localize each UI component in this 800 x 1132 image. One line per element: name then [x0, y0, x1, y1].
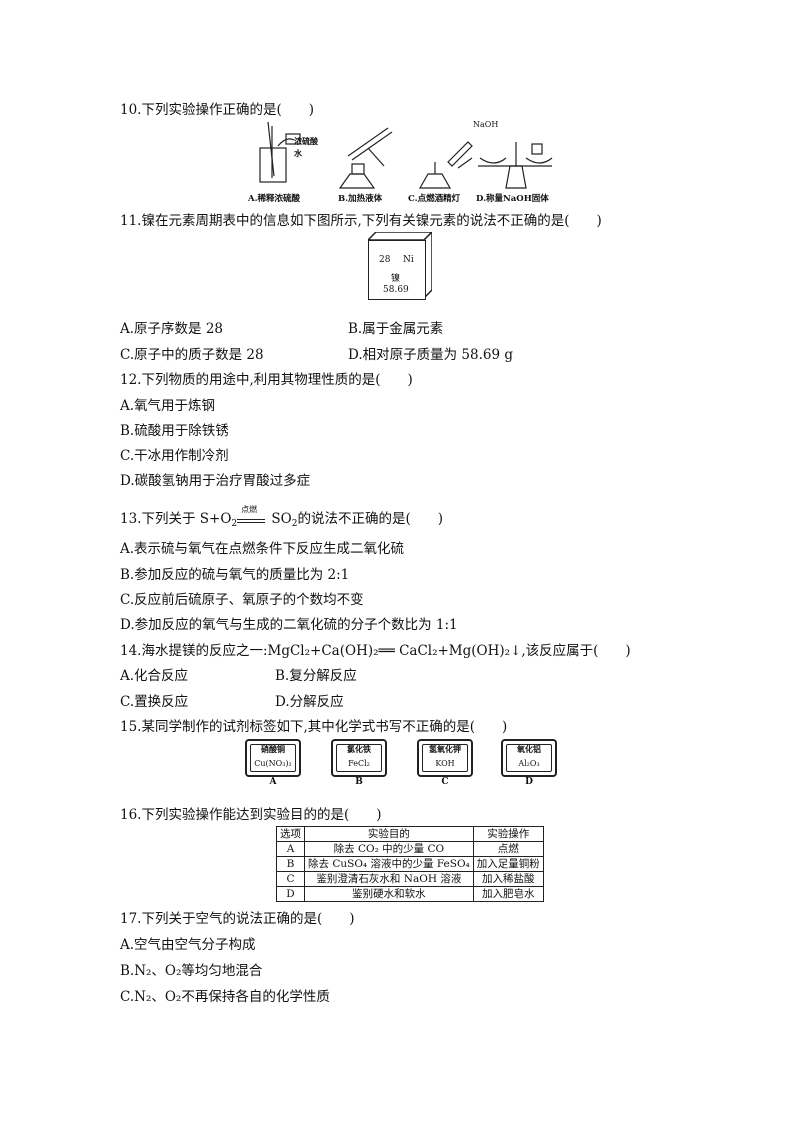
tile-front: 28 Ni 镍 58.69 [368, 240, 426, 300]
tile-3d-edges [368, 232, 432, 298]
table-row: B 除去 CuSO₄ 溶液中的少量 FeSO₄ 加入足量铜粉 [276, 856, 544, 872]
q14-option-b: B.复分解反应 [275, 668, 357, 684]
table-row: A 除去 CO₂ 中的少量 CO 点燃 [276, 841, 544, 857]
q11-option-d: D.相对原子质量为 58.69 g [348, 347, 514, 363]
q13-option-d: D.参加反应的氧气与生成的二氧化硫的分子个数比为 1:1 [120, 617, 458, 633]
row-option: A [276, 841, 305, 857]
question-11-stem: 11.镍在元素周期表中的信息如下图所示,下列有关镍元素的说法不正确的是( ) [120, 213, 602, 229]
question-17-stem: 17.下列关于空气的说法正确的是( ) [120, 911, 355, 927]
water-label: 水 [294, 148, 302, 158]
q12-option-c: C.干冰用作制冷剂 [120, 448, 229, 464]
caption-b: B.加热液体 [338, 194, 383, 204]
q13-stem-pre: 13.下列关于 S+O [120, 511, 232, 527]
q12-option-b: B.硫酸用于除铁锈 [120, 423, 229, 439]
q11-option-c: C.原子中的质子数是 28 [120, 347, 264, 363]
reagent-letter: B [355, 777, 363, 787]
reaction-condition: 点燃 [241, 504, 258, 514]
q11-option-b: B.属于金属元素 [348, 321, 444, 337]
atomic-mass: 58.69 [383, 285, 409, 295]
row-operation: 点燃 [472, 841, 544, 857]
reagent-formula: KOH [435, 759, 455, 768]
experiment-table: 选项 实验目的 实验操作 A 除去 CO₂ 中的少量 CO 点燃 B 除去 Cu… [276, 826, 544, 902]
q17-option-b: B.N₂、O₂等均匀地混合 [120, 963, 263, 979]
q12-option-d: D.碳酸氢钠用于治疗胃酸过多症 [120, 473, 311, 489]
reagent-label-d: 氧化铝 Al₂O₃ [501, 739, 557, 777]
atomic-number: 28 [379, 255, 391, 265]
question-16-stem: 16.下列实验操作能达到实验目的的是( ) [120, 807, 382, 823]
lab-apparatus-drawing [259, 121, 553, 189]
element-name: 镍 [391, 274, 401, 284]
reagent-label-a: 硝酸铜 Cu(NO₃)₂ [245, 739, 301, 777]
q13-stem-mid: SO [267, 511, 292, 527]
q13-subscript-o2: 2 [231, 519, 238, 529]
reagent-formula: FeCl₂ [348, 759, 370, 768]
naoh-label: NaOH [473, 120, 499, 129]
row-purpose: 鉴别硬水和软水 [304, 886, 474, 902]
row-purpose: 鉴别澄清石灰水和 NaOH 溶液 [304, 871, 474, 887]
reagent-name: 氯化铁 [347, 744, 371, 754]
lab-operations-figure: 浓硫酸 水 NaOH A.稀释浓硫酸 B.加热液体 C.点燃酒精灯 D.称量Na… [248, 118, 554, 204]
q13-option-b: B.参加反应的硫与氧气的质量比为 2:1 [120, 567, 350, 583]
caption-a: A.稀释浓硫酸 [248, 194, 301, 204]
acid-label: 浓硫酸 [294, 136, 318, 146]
row-operation: 加入肥皂水 [472, 886, 544, 902]
q14-option-a: A.化合反应 [120, 668, 189, 684]
row-operation: 加入稀盐酸 [472, 871, 544, 887]
reagent-letter: D [525, 777, 533, 787]
q14-option-d: D.分解反应 [275, 694, 344, 710]
table-row: C 鉴别澄清石灰水和 NaOH 溶液 加入稀盐酸 [276, 871, 544, 887]
question-10-stem: 10.下列实验操作正确的是( ) [120, 102, 315, 118]
reagent-label-b: 氯化铁 FeCl₂ [331, 739, 387, 777]
q17-option-a: A.空气由空气分子构成 [120, 937, 256, 953]
reagent-labels: 硝酸铜 Cu(NO₃)₂ A 氯化铁 FeCl₂ B 氢氧化钾 KOH C 氧化铝 Al… [245, 739, 557, 789]
caption-d: D.称量NaOH固体 [476, 194, 549, 204]
element-symbol: Ni [403, 255, 414, 265]
element-tile-nickel: 28 Ni 镍 58.69 [368, 232, 432, 300]
reagent-label-c: 氢氧化钾 KOH [417, 739, 473, 777]
reagent-formula: Cu(NO₃)₂ [254, 759, 292, 768]
reagent-name: 氢氧化钾 [429, 744, 461, 754]
reagent-letter: C [441, 777, 449, 787]
question-12-stem: 12.下列物质的用途中,利用其物理性质的是( ) [120, 372, 413, 388]
table-header-row: 选项 实验目的 实验操作 [276, 826, 544, 842]
row-option: C [276, 871, 305, 887]
q11-option-a: A.原子序数是 28 [120, 321, 224, 337]
row-option: B [276, 856, 305, 872]
table-row: D 鉴别硬水和软水 加入肥皂水 [276, 886, 544, 902]
header-option: 选项 [276, 826, 305, 842]
q13-option-a: A.表示硫与氧气在点燃条件下反应生成二氧化硫 [120, 541, 405, 557]
row-operation: 加入足量铜粉 [472, 856, 544, 872]
caption-c: C.点燃酒精灯 [408, 194, 461, 204]
header-purpose: 实验目的 [304, 826, 474, 842]
q13-stem-post: 的说法不正确的是( ) [297, 511, 444, 527]
q13-subscript-so2: 2 [291, 519, 298, 529]
row-option: D [276, 886, 305, 902]
row-purpose: 除去 CO₂ 中的少量 CO [304, 841, 474, 857]
reaction-arrow: 点燃 [237, 505, 267, 527]
reagent-name: 硝酸铜 [261, 744, 285, 754]
reagent-letter: A [269, 777, 277, 787]
row-purpose: 除去 CuSO₄ 溶液中的少量 FeSO₄ [304, 856, 474, 872]
q13-option-c: C.反应前后硫原子、氧原子的个数均不变 [120, 592, 364, 608]
question-15-stem: 15.某同学制作的试剂标签如下,其中化学式书写不正确的是( ) [120, 719, 508, 735]
reagent-name: 氧化铝 [517, 744, 541, 754]
header-operation: 实验操作 [472, 826, 544, 842]
reagent-formula: Al₂O₃ [518, 759, 540, 768]
q17-option-c: C.N₂、O₂不再保持各自的化学性质 [120, 989, 330, 1005]
q12-option-a: A.氧气用于炼钢 [120, 398, 216, 414]
q14-option-c: C.置换反应 [120, 694, 189, 710]
question-14-stem: 14.海水提镁的反应之一:MgCl₂+Ca(OH)₂══ CaCl₂+Mg(OH… [120, 643, 631, 659]
